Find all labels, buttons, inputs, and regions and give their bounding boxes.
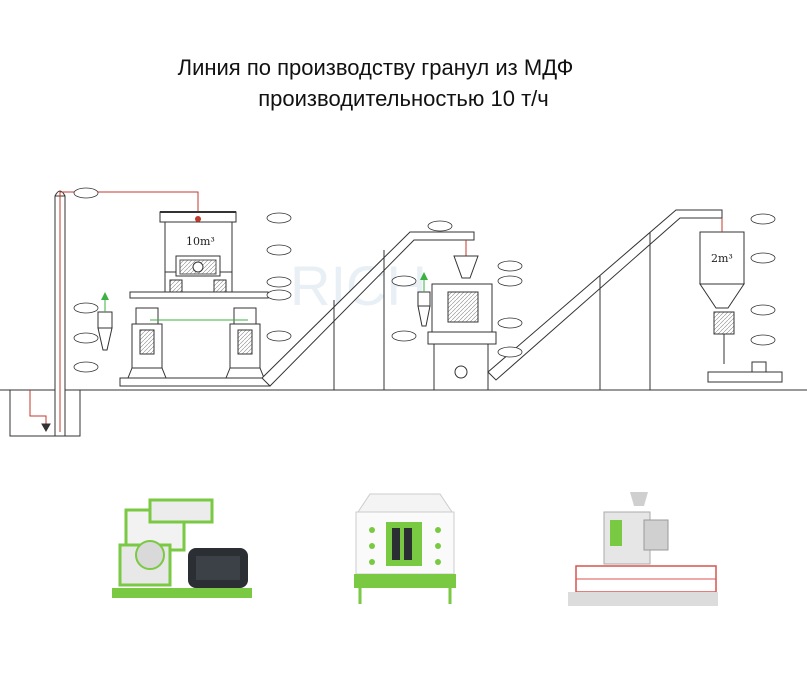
packing-scheme [707,311,783,383]
ground [0,389,807,437]
pellet-mill-left [127,307,167,379]
title-line-2: производительностью 10 т/ч [258,86,549,111]
bin-2m3-label: 2m³ [711,252,733,265]
mill-base [119,377,271,387]
bin-10m3-label: 10m³ [186,235,215,248]
inclined-conveyor-2 [487,209,723,390]
storage-bin-2m3 [699,218,745,309]
product-cooler [354,493,456,604]
product-packing-machine [568,492,718,606]
counterflow-cooler-scheme [427,255,497,390]
cyclone-left [97,292,113,351]
diagram-title: Линия по производству гранул из МДФ прои… [0,52,807,114]
inclined-conveyor-1 [261,231,475,390]
pellet-mill-right [225,307,265,379]
storage-bin-10m3 [129,211,269,299]
product-pellet-mill [112,498,252,598]
title-line-1: Линия по производству гранул из МДФ [177,55,574,80]
callout-labels [73,187,776,373]
bucket-elevator-left [29,190,199,437]
cyclone-middle [417,272,431,327]
